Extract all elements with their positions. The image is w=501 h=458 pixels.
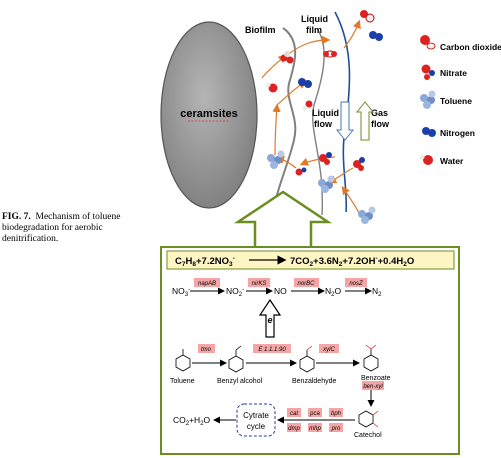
- diffusion-arrows: [261, 19, 361, 216]
- liquid-flow-label-2: flow: [314, 119, 333, 129]
- species-n2: N2: [372, 286, 382, 298]
- gene-norbc: norBC: [297, 281, 315, 287]
- equation-right: 7CO2+3.6N2+7.2OH-+0.4H2O: [290, 255, 414, 268]
- compound-benzaldehyde: Benzaldehyde: [292, 378, 336, 385]
- toluene-structure: [175, 349, 191, 372]
- liquid-flow-arrow: [335, 101, 355, 141]
- biofilm-label: Biofilm: [245, 25, 276, 35]
- compound-benzoate: Benzoate: [361, 375, 391, 382]
- molecule-nitrogen-1: [298, 78, 312, 88]
- liquid-flow-label-1: Liquid: [312, 108, 339, 118]
- molecule-toluene-1: [267, 150, 285, 169]
- enzyme-xylc: xylC: [322, 347, 335, 353]
- molecule-co2-3: [280, 51, 294, 64]
- toluene-icon: [420, 90, 436, 109]
- gene-dmp: dmp: [288, 426, 300, 432]
- legend-label-water: Water: [440, 156, 464, 166]
- gene-pro: pro: [331, 426, 341, 432]
- molecule-co2-1: [323, 50, 337, 58]
- molecule-toluene-2: [318, 175, 335, 193]
- molecule-water-1: [265, 82, 278, 93]
- molecule-nitrate-2: [353, 157, 365, 171]
- gas-flow-label-2: flow: [371, 119, 390, 129]
- electron-label: e: [267, 315, 272, 325]
- equation-bar: [166, 250, 455, 270]
- molecule-water-2: [302, 100, 313, 111]
- cytrate-cycle-label-2: cycle: [247, 422, 266, 431]
- molecule-nitrate-3: [295, 167, 307, 176]
- enzyme-ben-xyl: ben-xyl: [363, 384, 383, 390]
- carbon-dioxide-icon: [420, 35, 436, 50]
- enzyme-e-1-1-1-90: E 1.1.1.90: [258, 347, 286, 353]
- water-icon: [419, 154, 433, 165]
- legend-label-toluene: Toluene: [440, 96, 472, 106]
- caption-label: FIG. 7.: [2, 212, 31, 222]
- nitrate-icon: [421, 64, 435, 80]
- gas-flow-label-1: Gas: [371, 108, 388, 118]
- legend-label-carbon-dioxide: Carbon dioxide: [440, 42, 501, 52]
- compound-catechol: Catechol: [354, 432, 382, 439]
- species-n2o: N2O: [325, 286, 341, 298]
- enzyme-tmo: tmo: [201, 347, 212, 353]
- molecule-toluene-3: [358, 206, 376, 224]
- gene-nosz: nosZ: [349, 281, 363, 287]
- cytrate-cycle-box: [236, 403, 276, 437]
- molecule-nitrogen-2: [369, 31, 383, 41]
- legend: Carbon dioxide Nitrate Toluene Nitrogen …: [419, 35, 501, 166]
- catechol-gene-grid: cat pca bph dmp mhp pro: [287, 408, 343, 432]
- caption-text: Mechanism of toluene biodegradation for …: [2, 212, 121, 244]
- species-no: NO: [274, 286, 287, 296]
- legend-label-nitrate: Nitrate: [440, 68, 467, 78]
- nitrogen-icon: [422, 127, 436, 137]
- biofilm-boundary: [272, 27, 297, 211]
- molecule-nitrate-1: [319, 152, 332, 165]
- figure-caption: FIG. 7. Mechanism of toluene biodegradat…: [2, 212, 152, 245]
- liquid-film-label-2: film: [306, 25, 322, 35]
- legend-label-nitrogen: Nitrogen: [440, 128, 475, 138]
- electron-arrow: [258, 298, 282, 338]
- liquid-film-label-1: Liquid: [301, 14, 328, 24]
- cytrate-cycle-label-1: Cytrate: [243, 411, 269, 420]
- gene-mhp: mhp: [309, 426, 321, 432]
- compound-benzyl-alcohol: Benzyl alcohol: [217, 378, 263, 385]
- compound-toluene: Toluene: [170, 378, 195, 385]
- molecule-co2-2: [360, 10, 375, 23]
- gene-cat: cat: [290, 411, 298, 417]
- ceramsite-ellipse: [160, 21, 258, 209]
- equation-left: C7H8+7.2NO3-: [175, 255, 235, 268]
- catechol-structure: [358, 410, 379, 428]
- gene-nirks: nirKS: [252, 281, 267, 287]
- benzoate-structure: [363, 344, 379, 372]
- gene-bph: bph: [331, 411, 342, 417]
- denitrification-chain: NO3- NO2- NO N2O N2 napAB nirKS norBC no…: [172, 278, 382, 298]
- big-up-arrow: [233, 190, 333, 247]
- gas-flow-arrow: [355, 101, 375, 141]
- ceramsites-label: ceramsites: [180, 108, 238, 120]
- gene-pca: pca: [309, 411, 320, 417]
- gene-napab: napAB: [198, 281, 216, 287]
- benzyl-alcohol-structure: [228, 345, 244, 373]
- benzaldehyde-structure: [299, 345, 315, 373]
